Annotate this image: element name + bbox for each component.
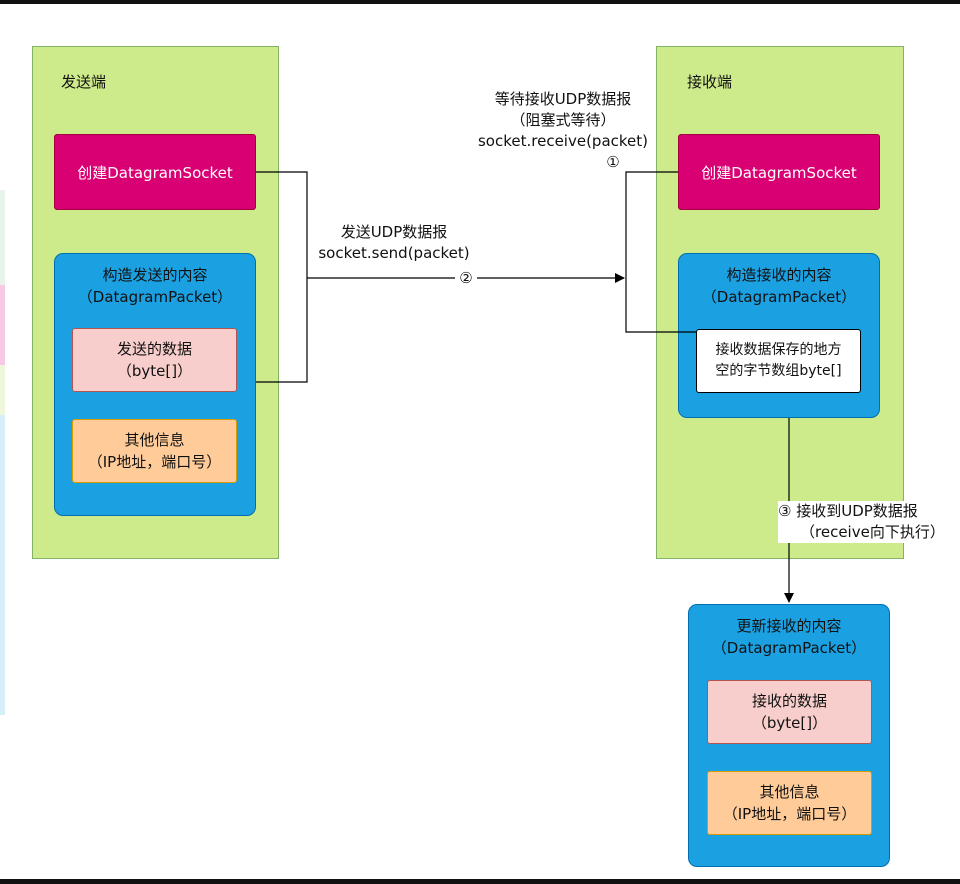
updated-data-box: 接收的数据 （byte[]） — [707, 680, 872, 744]
wait-receive-label: 等待接收UDP数据报 （阻塞式等待） socket.receive(packet… — [468, 89, 658, 173]
updated-info-label: 其他信息 — [759, 783, 820, 801]
step-3-marker: ③ — [778, 502, 792, 520]
background-strip — [0, 365, 5, 415]
updated-packet-subtitle: （DatagramPacket） — [711, 639, 867, 657]
sender-packet-subtitle: （DatagramPacket） — [77, 288, 233, 306]
sender-info-box: 其他信息 （IP地址，端口号） — [72, 419, 237, 483]
receiver-buffer-box: 接收数据保存的地方 空的字节数组byte[] — [696, 329, 861, 393]
background-strip — [0, 285, 5, 365]
background-strip — [0, 190, 5, 285]
sender-data-box: 发送的数据 （byte[]） — [72, 328, 237, 392]
receiver-socket-connector — [625, 171, 696, 333]
step-1-marker: ① — [606, 153, 620, 171]
sender-create-socket: 创建DatagramSocket — [54, 134, 256, 210]
updated-data-type: （byte[]） — [751, 714, 828, 732]
receiver-buffer-type: 空的字节数组byte[] — [715, 363, 842, 379]
sender-data-label: 发送的数据 — [116, 340, 192, 358]
updated-packet-title: 更新接收的内容 — [736, 617, 842, 635]
sender-data-type: （byte[]） — [116, 362, 193, 380]
receiver-packet-title: 构造接收的内容 — [726, 266, 832, 284]
bottom-border — [0, 879, 960, 884]
updated-info-box: 其他信息 （IP地址，端口号） — [707, 771, 872, 835]
updated-info-detail: （IP地址，端口号） — [722, 805, 857, 823]
sender-info-label: 其他信息 — [124, 431, 185, 449]
receiver-packet-subtitle: （DatagramPacket） — [701, 288, 857, 306]
sender-title: 发送端 — [61, 73, 107, 91]
background-strip — [0, 415, 5, 715]
sender-info-detail: （IP地址，端口号） — [87, 453, 222, 471]
receiver-create-socket: 创建DatagramSocket — [678, 134, 880, 210]
receiver-buffer-label: 接收数据保存的地方 — [715, 342, 842, 358]
updated-data-label: 接收的数据 — [751, 692, 827, 710]
receiver-title: 接收端 — [687, 73, 733, 91]
sender-packet-title: 构造发送的内容 — [102, 266, 208, 284]
sender-socket-connector — [256, 171, 308, 383]
top-border — [0, 0, 960, 4]
received-label: ③ 接收到UDP数据报 （receive向下执行） — [778, 501, 953, 543]
send-label: 发送UDP数据报 socket.send(packet) — [318, 223, 470, 262]
step-2-marker: ② — [455, 268, 477, 289]
